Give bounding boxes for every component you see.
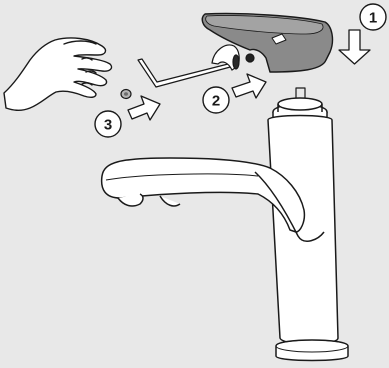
arrow-right-icon [128,96,160,120]
lever-handle [202,13,332,72]
step-badge-1: 1 [360,4,386,30]
step-badge-2: 2 [203,87,229,113]
grub-screw-icon [121,90,131,99]
hand-icon [4,38,112,110]
step-number-3: 3 [104,117,112,134]
arrow-right-icon [232,74,266,98]
arrow-down-icon [339,30,370,64]
step-number-1: 1 [369,10,377,27]
step-number-2: 2 [212,93,220,110]
faucet-body [102,88,348,361]
step-badge-3: 3 [95,111,121,137]
